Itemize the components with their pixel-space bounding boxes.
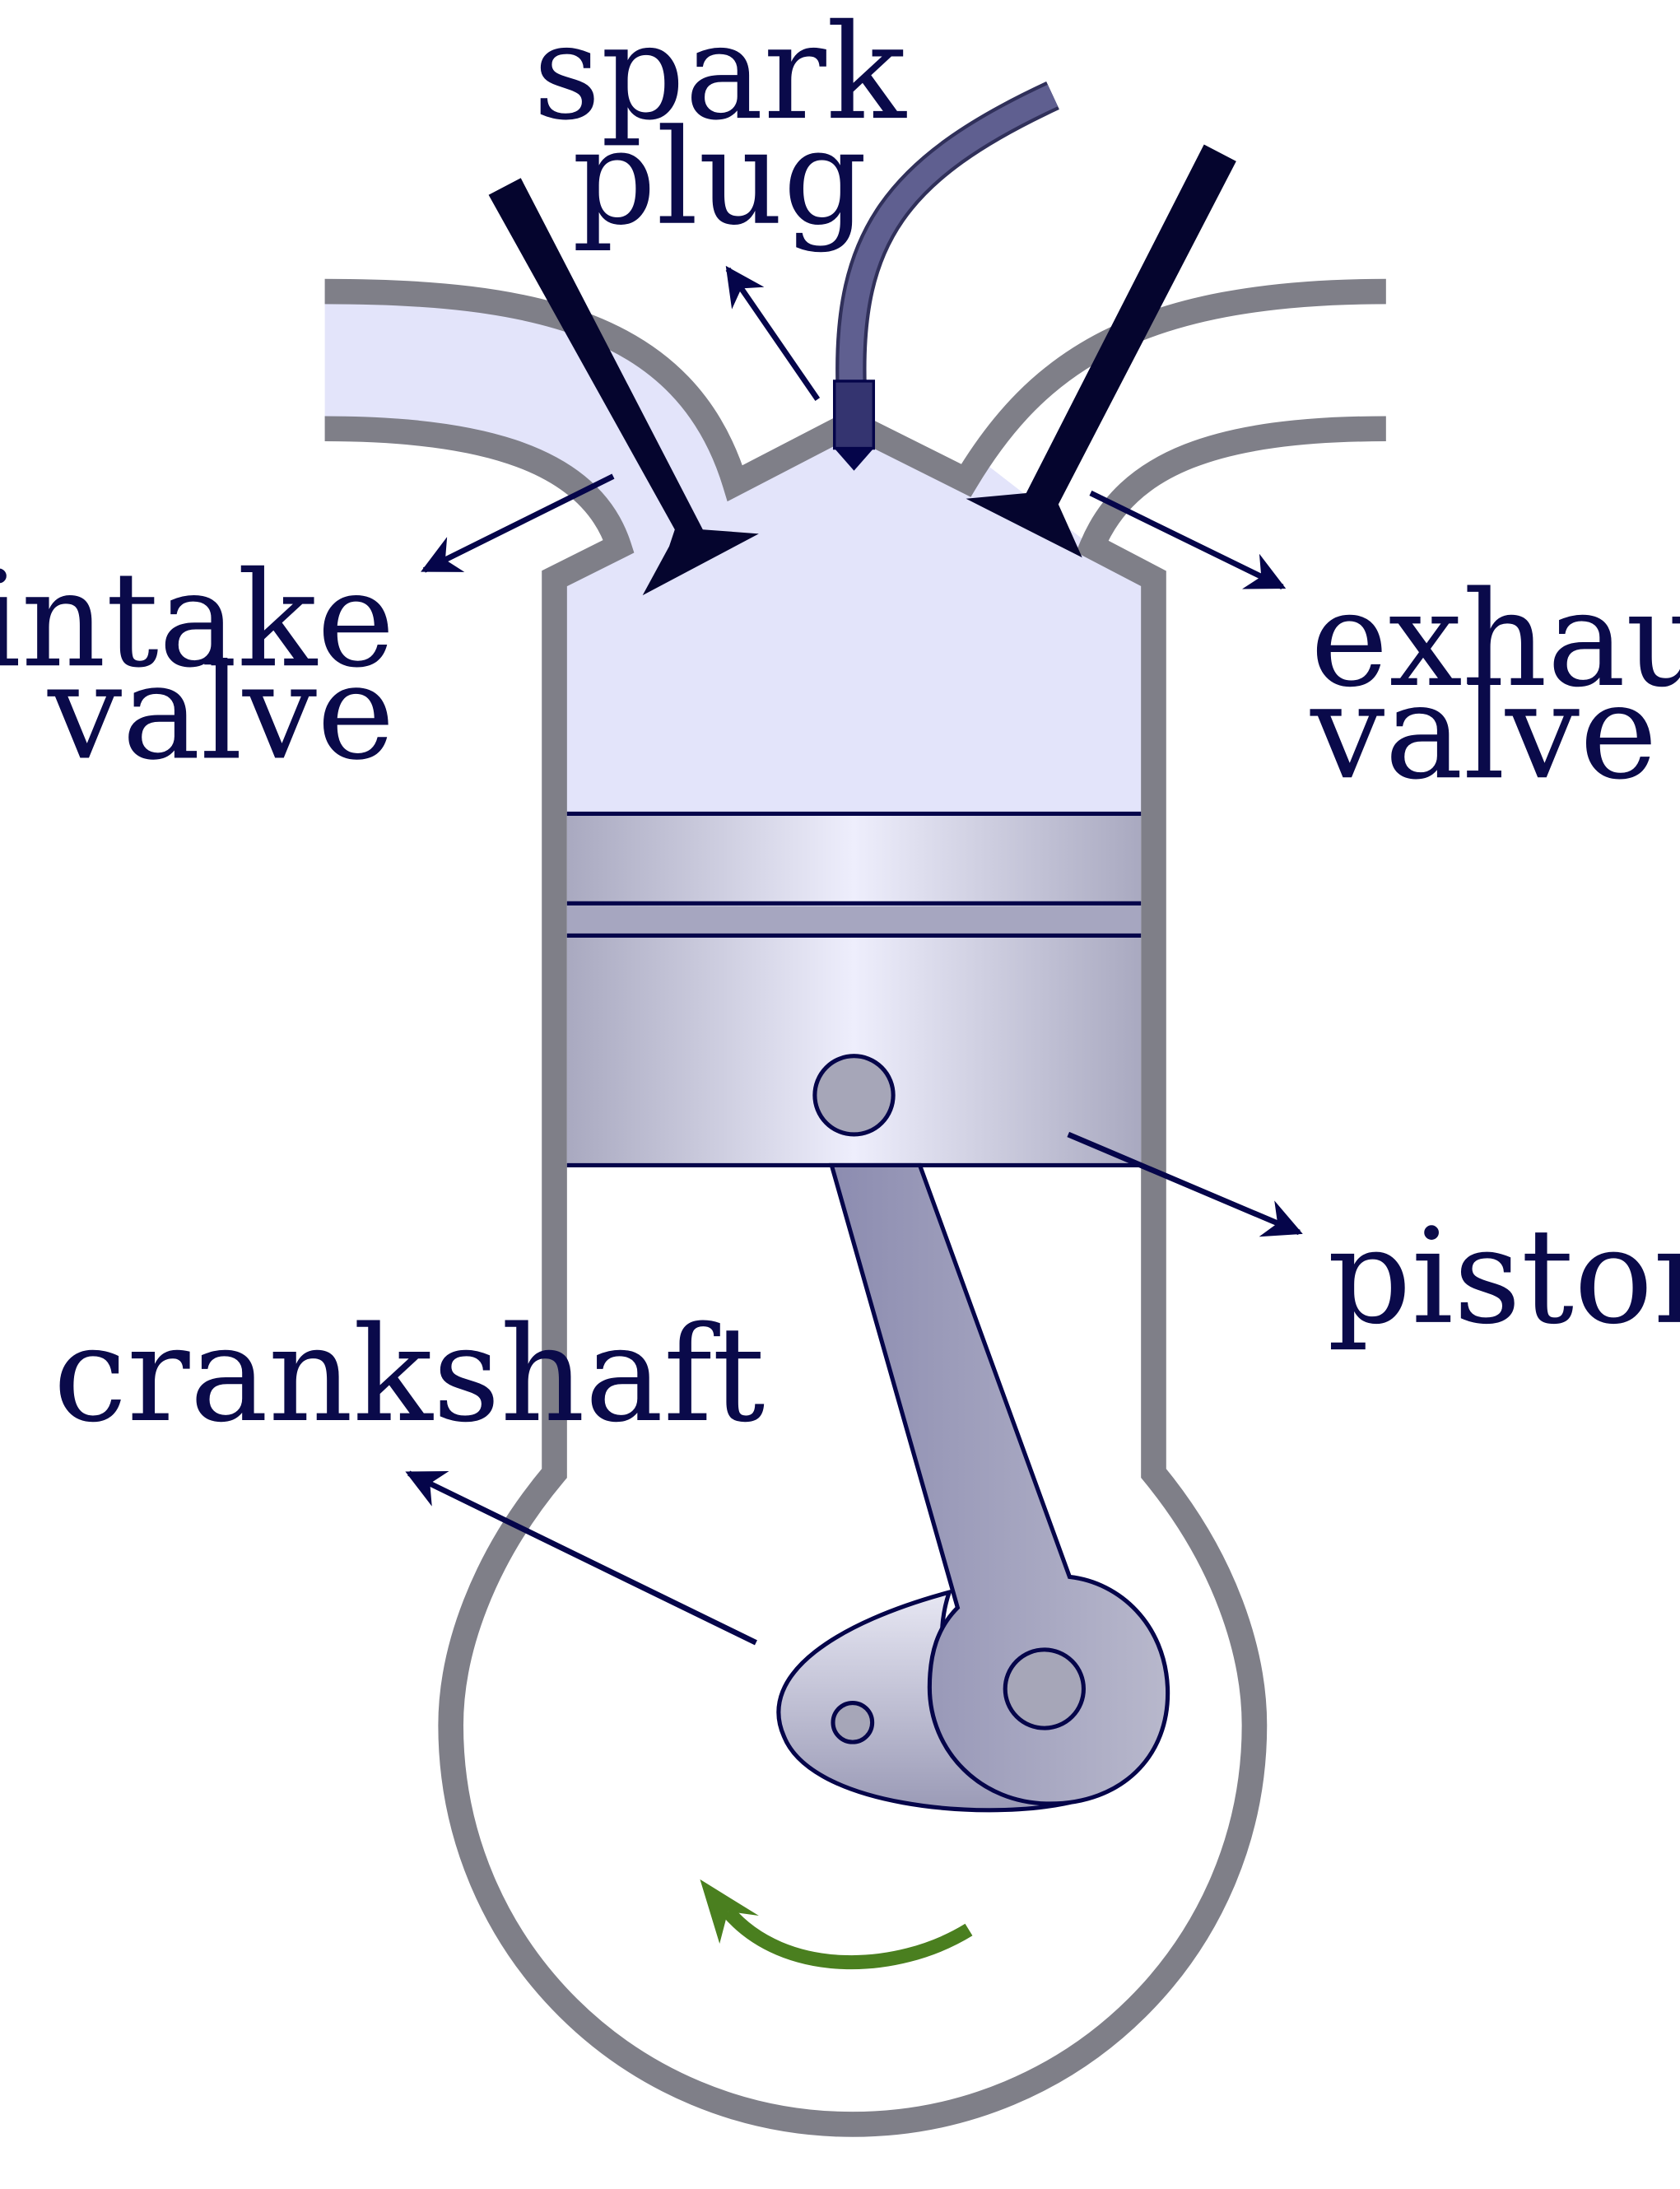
- combustion-chamber: [554, 427, 1154, 817]
- exhaust-valve-label-2: valve: [1310, 655, 1658, 808]
- curved-arrow-icon: [700, 1879, 973, 1970]
- crank-pin: [1003, 1647, 1086, 1730]
- exhaust-valve: [966, 144, 1236, 558]
- spark-plug-pointer: [725, 265, 821, 401]
- piston-pointer: [1067, 1131, 1303, 1237]
- intake-valve-label: intake: [0, 543, 395, 696]
- exhaust-valve-label-line1: exhaust: [1310, 563, 1680, 716]
- spark-plug-label-line2: plug: [572, 101, 868, 254]
- spark-plug-label-line1: spark: [533, 0, 907, 149]
- crankshaft-label: crankshaft: [54, 1298, 766, 1451]
- spark-plug: [832, 81, 1059, 471]
- exhaust-valve-label-line2: valve: [1310, 655, 1658, 808]
- pointer-arrows: [405, 265, 1303, 1646]
- piston: [566, 811, 1142, 1167]
- spark-plug-label: spark: [533, 0, 907, 149]
- piston-ring: [566, 906, 1142, 934]
- exhaust-valve-label: exhaust: [1310, 563, 1680, 716]
- intake-valve-label-line2: valve: [47, 636, 395, 789]
- spark-plug-label-2: plug: [572, 101, 868, 254]
- intake-valve: [488, 178, 759, 596]
- wrist-pin: [812, 1054, 896, 1137]
- cylinder-wall: [324, 278, 1386, 2137]
- exhaust-valve-pointer: [1089, 490, 1287, 590]
- intake-valve-label-line1: intake: [0, 543, 395, 696]
- crankshaft-axis: [831, 1700, 875, 1744]
- piston-label: piston: [1327, 1200, 1680, 1353]
- connecting-rod: [828, 1162, 1170, 1806]
- crankshaft-pointer: [405, 1470, 757, 1646]
- intake-valve-label-2: valve: [47, 636, 395, 789]
- intake-valve-pointer: [421, 473, 615, 573]
